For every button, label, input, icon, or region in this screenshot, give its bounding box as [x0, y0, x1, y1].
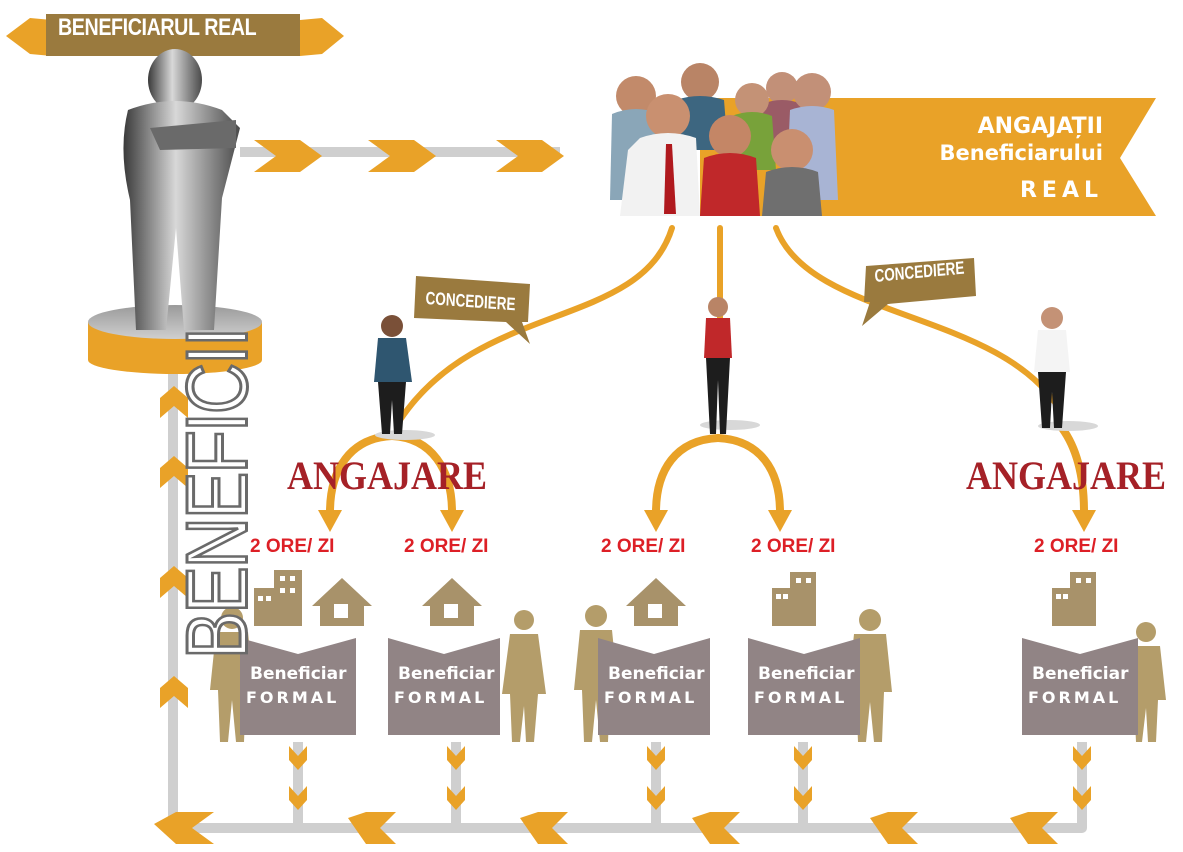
title-banner: [6, 14, 344, 56]
left-chevrons: [154, 812, 1058, 844]
formal-card-1-top: Beneficiar: [250, 664, 347, 684]
formal-card-1-bottom: FORMAL: [246, 688, 340, 707]
owner-figure: [123, 49, 240, 330]
house-icons: [312, 578, 686, 626]
building-windows: [258, 576, 1091, 601]
concediere-bubbles: [414, 258, 976, 344]
pedestal: [88, 305, 262, 374]
formal-card-5-bottom: FORMAL: [1028, 688, 1122, 707]
benefits-side-label: BENEFICII: [168, 327, 267, 660]
formal-card-5-top: Beneficiar: [1032, 664, 1129, 684]
up-chevrons: [160, 386, 188, 708]
page-title: BENEFICIARUL REAL: [58, 14, 257, 41]
angajare-label-left: ANGAJARE: [287, 453, 488, 498]
person-left: [374, 315, 435, 440]
employees-title-line1: ANGAJAȚII: [977, 114, 1103, 139]
formal-cards: [240, 638, 1138, 735]
top-arrows: [254, 140, 564, 172]
hours-label-2: 2 ORE/ ZI: [404, 536, 489, 557]
hours-label-4: 2 ORE/ ZI: [751, 536, 836, 557]
formal-card-2-top: Beneficiar: [398, 664, 495, 684]
formal-card-2-bottom: FORMAL: [394, 688, 488, 707]
employees-title-line3: REAL: [1019, 178, 1103, 203]
formal-card-4-top: Beneficiar: [758, 664, 855, 684]
formal-card-3-top: Beneficiar: [608, 664, 705, 684]
employees-title-line2: Beneficiarului: [939, 141, 1103, 165]
person-middle: [700, 297, 760, 434]
hours-label-1: 2 ORE/ ZI: [250, 536, 335, 557]
formal-card-4-bottom: FORMAL: [754, 688, 848, 707]
angajare-label-right: ANGAJARE: [966, 453, 1167, 498]
fork-arrowheads: [318, 510, 1096, 532]
hours-label-3: 2 ORE/ ZI: [601, 536, 686, 557]
person-right: [1034, 307, 1098, 431]
down-chevrons: [289, 746, 1091, 810]
hours-label-5: 2 ORE/ ZI: [1034, 536, 1119, 557]
house-doors: [334, 604, 662, 618]
formal-card-3-bottom: FORMAL: [604, 688, 698, 707]
employees-group: [610, 63, 1156, 216]
